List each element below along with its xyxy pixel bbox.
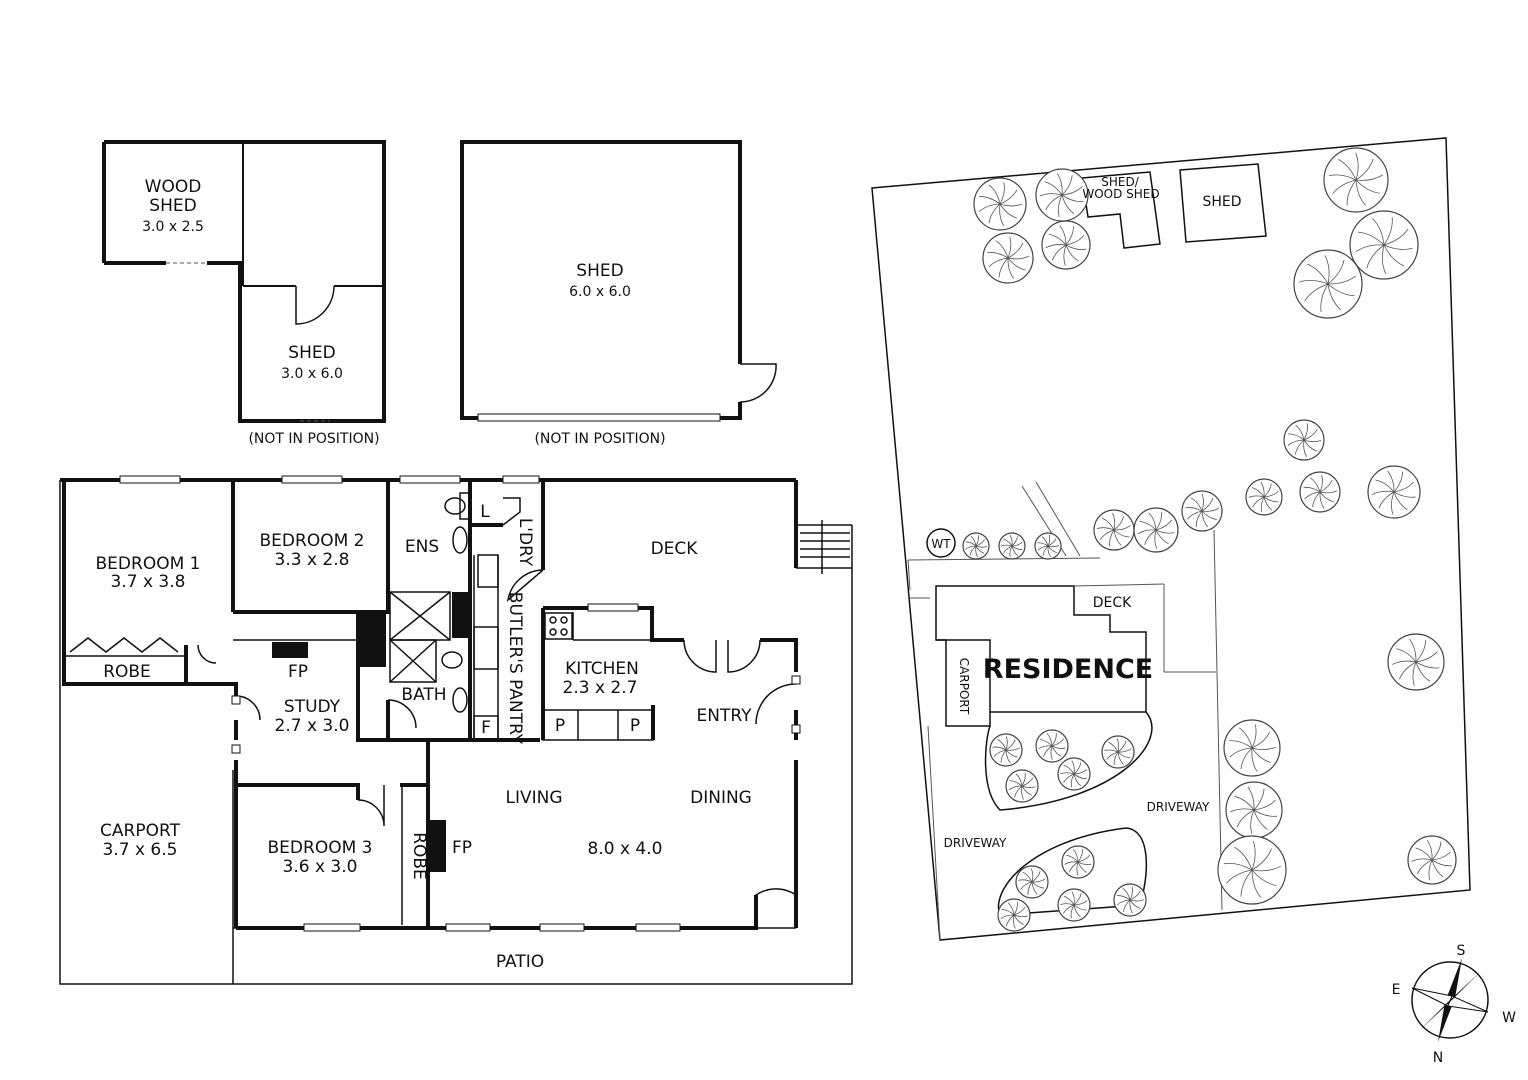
house-floor-plan (59, 475, 853, 985)
living-fireplace-label: FP (452, 838, 472, 858)
large-shed-dims: 6.0 x 6.0 (569, 284, 631, 300)
residence-label: RESIDENCE (983, 654, 1153, 685)
small-shed-label: SHED (288, 343, 335, 363)
tree-icon (1035, 168, 1089, 222)
tree-icon (1283, 419, 1325, 461)
tree-icon (973, 177, 1027, 231)
wood-shed-dims: 3.0 x 2.5 (142, 219, 204, 235)
robe3-label: ROBE (409, 832, 429, 880)
wood-shed-building (102, 140, 386, 423)
living-dining-dims: 8.0 x 4.0 (588, 839, 663, 859)
compass-west: W (1502, 1010, 1516, 1026)
tree-icon (1034, 532, 1062, 560)
kitchen-label: KITCHEN (565, 659, 639, 679)
tree-icon (1245, 478, 1283, 516)
entry-label: ENTRY (697, 706, 753, 726)
robe1-label: ROBE (103, 662, 151, 682)
living-label: LIVING (505, 788, 562, 808)
tree-icon (1225, 781, 1283, 839)
kitchen-dims: 2.3 x 2.7 (563, 678, 638, 698)
study-dims: 2.7 x 3.0 (275, 716, 350, 736)
compass-south: S (1457, 943, 1466, 959)
driveway-right-label: DRIVEWAY (1147, 800, 1210, 814)
compass-east: E (1392, 982, 1401, 998)
tree-icon (1293, 249, 1363, 319)
tree-icon (998, 532, 1026, 560)
patio-label: PATIO (496, 952, 544, 972)
tree-icon (1015, 865, 1049, 899)
tree-icon (1387, 633, 1445, 691)
bedroom1-label: BEDROOM 1 (96, 554, 201, 574)
bath-label: BATH (401, 685, 446, 705)
large-shed-label: SHED (576, 261, 623, 281)
tree-icon (1057, 888, 1091, 922)
tree-icon (1181, 490, 1223, 532)
tree-icon (1323, 147, 1389, 213)
tree-icon (1133, 507, 1179, 553)
site-shed-label: SHED (1202, 194, 1241, 210)
site-carport-label: CARPORT (957, 658, 971, 715)
site-shed-wood-label-1: SHED/ (1101, 175, 1139, 189)
tree-icon (1299, 471, 1341, 513)
bedroom1-dims: 3.7 x 3.8 (111, 572, 186, 592)
tree-icon (962, 532, 990, 560)
not-in-position-note-left: (NOT IN POSITION) (248, 431, 379, 447)
bedroom2-label: BEDROOM 2 (260, 531, 365, 551)
wood-shed-label-2: SHED (149, 196, 196, 216)
carport-label: CARPORT (100, 821, 181, 841)
tree-icon (1113, 883, 1147, 917)
laundry-l-label: L (480, 502, 490, 522)
ensuite-label: ENS (405, 537, 439, 557)
tree-icon (1217, 835, 1287, 905)
site-shed-wood-label-2: WOOD SHED (1082, 187, 1159, 201)
large-shed-building (460, 140, 777, 422)
tree-icon (1101, 735, 1135, 769)
deck-stairs (796, 520, 852, 574)
dining-label: DINING (690, 788, 752, 808)
site-trees (962, 147, 1457, 932)
site-plan (871, 137, 1471, 941)
pantry-b-label: P (630, 716, 640, 736)
driveway-left-label: DRIVEWAY (944, 836, 1007, 850)
butlers-pantry-label: BUTLER'S PANTRY (505, 592, 525, 745)
tree-icon (1349, 210, 1419, 280)
site-deck-label: DECK (1093, 595, 1132, 611)
bedroom3-label: BEDROOM 3 (268, 838, 373, 858)
tree-icon (1223, 719, 1281, 777)
tree-icon (1367, 465, 1421, 519)
compass-north: N (1433, 1050, 1443, 1066)
laundry-label: L'DRY (515, 518, 535, 567)
tree-icon (1041, 220, 1091, 270)
tree-icon (1407, 835, 1457, 885)
tree-icon (989, 733, 1023, 767)
not-in-position-note-right: (NOT IN POSITION) (534, 431, 665, 447)
tree-icon (1061, 845, 1095, 879)
tree-icon (1093, 509, 1135, 551)
water-tank-label: WT (931, 537, 951, 551)
fridge-label: F (481, 718, 491, 738)
carport-dims: 3.7 x 6.5 (103, 840, 178, 860)
wood-shed-label-1: WOOD (145, 177, 202, 197)
bedroom2-dims: 3.3 x 2.8 (275, 550, 350, 570)
tree-icon (1035, 729, 1069, 763)
study-label: STUDY (284, 697, 341, 717)
tree-icon (1005, 769, 1039, 803)
deck-label: DECK (651, 539, 699, 559)
tree-icon (997, 898, 1031, 932)
compass-rose (1411, 958, 1489, 1042)
tree-icon (982, 232, 1034, 284)
pantry-a-label: P (555, 716, 565, 736)
bedroom3-dims: 3.6 x 3.0 (283, 857, 358, 877)
study-fireplace-label: FP (288, 662, 308, 682)
tree-icon (1057, 757, 1091, 791)
small-shed-dims: 3.0 x 6.0 (281, 366, 343, 382)
